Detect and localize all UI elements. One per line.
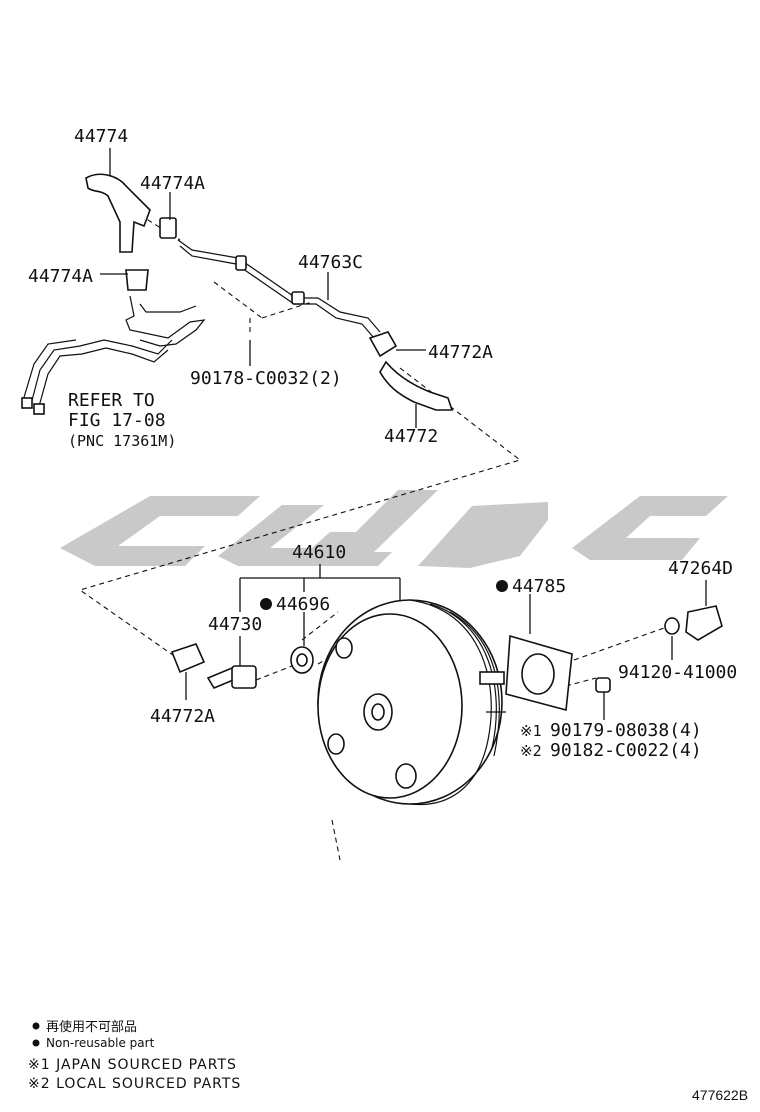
mark-local: ※2 [520, 742, 542, 760]
vacuum-hose-assembly [21, 173, 454, 415]
label-90179: 90179-08038(4) [550, 720, 702, 741]
label-90182: 90182-C0022(4) [550, 740, 702, 761]
gasket-44785 [505, 634, 573, 712]
figure-number: 477622B [692, 1087, 748, 1103]
refer-to-line2: FIG 17-08 [68, 410, 166, 431]
label-44774: 44774 [74, 126, 128, 147]
label-44763C: 44763C [298, 252, 363, 273]
clevis-47264D [595, 605, 723, 693]
check-valve-44730 [206, 665, 257, 690]
callout-labels: 44774 44774A 44774A 44763C 90178-C0032(2… [28, 126, 737, 761]
label-44772A-bottom: 44772A [150, 706, 215, 727]
label-44610: 44610 [292, 542, 346, 563]
watermark-logo [60, 490, 728, 568]
legend-nonreusable-en: Non-reusable part [46, 1036, 155, 1050]
label-44774A-left: 44774A [28, 266, 93, 287]
leader-lines [100, 148, 707, 720]
legend: 再使用不可部品 Non-reusable part ※1 JAPAN SOURC… [28, 1019, 241, 1092]
nonreusable-dot-icon [32, 1022, 40, 1030]
nonreusable-dot-icon [496, 580, 508, 592]
refer-to-line3: (PNC 17361M) [68, 432, 176, 450]
label-44696: 44696 [276, 594, 330, 615]
label-44730: 44730 [208, 614, 262, 635]
label-90178: 90178-C0032(2) [190, 368, 342, 389]
mark-japan: ※1 [520, 722, 542, 740]
nonreusable-dot-icon [260, 598, 272, 610]
label-94120: 94120-41000 [618, 662, 737, 683]
grommet-44696 [290, 646, 314, 674]
label-44772A-top: 44772A [428, 342, 493, 363]
nonreusable-dot-icon [32, 1039, 40, 1047]
label-47264D: 47264D [668, 558, 733, 579]
brake-booster [317, 599, 506, 806]
legend-nonreusable-jp: 再使用不可部品 [46, 1019, 137, 1035]
label-44774A-top: 44774A [140, 173, 205, 194]
label-44772: 44772 [384, 426, 438, 447]
label-44785: 44785 [512, 576, 566, 597]
clamp-44772A-lower [170, 643, 206, 674]
legend-japan-sourced: ※1 JAPAN SOURCED PARTS [28, 1057, 237, 1073]
refer-to-line1: REFER TO [68, 390, 155, 411]
legend-local-sourced: ※2 LOCAL SOURCED PARTS [28, 1076, 241, 1092]
